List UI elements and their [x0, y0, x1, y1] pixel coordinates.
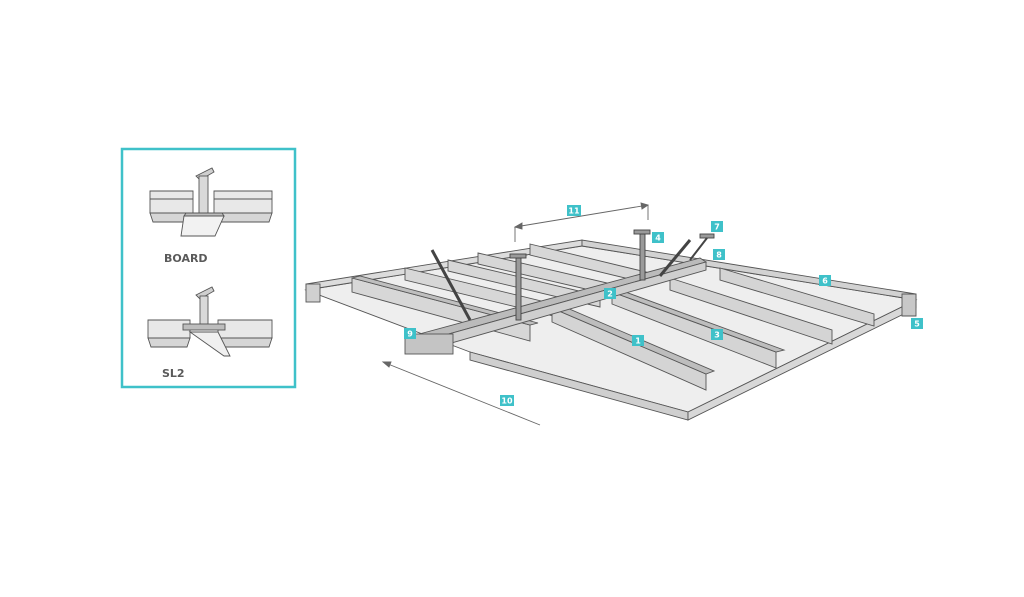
- callout-11: 11: [567, 205, 581, 216]
- callout-9: 9: [404, 328, 416, 339]
- callout-2: 2: [604, 288, 616, 299]
- dimension-arrows: [381, 202, 650, 426]
- svg-text:10: 10: [501, 397, 513, 406]
- callout-10: 10: [500, 395, 514, 406]
- svg-text:4: 4: [655, 234, 661, 243]
- svg-text:6: 6: [822, 277, 828, 286]
- inset-frame: [120, 147, 297, 389]
- svg-text:9: 9: [407, 330, 413, 339]
- detail-inset: BOARD SL2: [120, 147, 297, 389]
- sl2-detail-drawing: [147, 286, 273, 357]
- dimension-arrow-10: [382, 361, 541, 426]
- sl2-label: SL2: [162, 367, 185, 380]
- callout-8: 8: [713, 249, 725, 260]
- ceiling-assembly: [304, 229, 918, 421]
- callout-badges: 1 2 3 4 5 6 7 8: [404, 205, 923, 406]
- svg-text:5: 5: [914, 320, 920, 329]
- board-label: BOARD: [164, 252, 208, 265]
- svg-text:2: 2: [607, 290, 613, 299]
- callout-3: 3: [711, 329, 723, 340]
- suspension-hangers: [430, 229, 715, 321]
- callout-4: 4: [652, 232, 664, 243]
- svg-text:1: 1: [635, 337, 641, 346]
- callout-5: 5: [911, 318, 923, 329]
- callout-1: 1: [632, 335, 644, 346]
- callout-7: 7: [711, 221, 723, 232]
- svg-text:7: 7: [714, 223, 720, 232]
- board-detail-drawing: [149, 167, 273, 237]
- svg-text:11: 11: [568, 207, 580, 216]
- svg-text:3: 3: [714, 331, 720, 340]
- callout-6: 6: [819, 275, 831, 286]
- dimension-arrow-11: [514, 204, 649, 228]
- svg-text:8: 8: [716, 251, 722, 260]
- main-carrying-channel: [404, 257, 708, 355]
